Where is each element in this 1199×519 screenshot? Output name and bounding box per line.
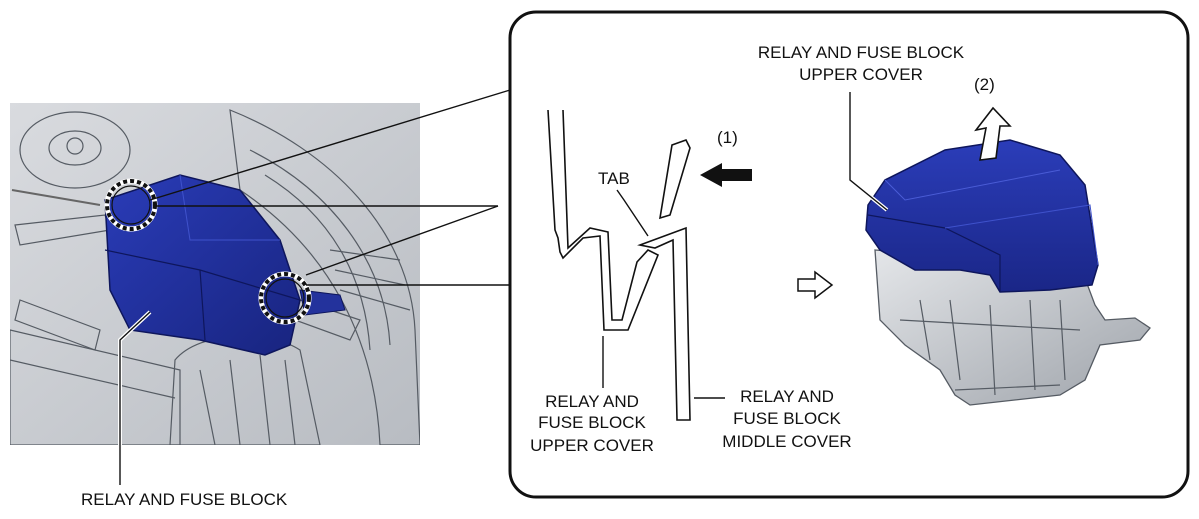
fuse-block-isometric <box>848 92 1151 406</box>
right-upper-cover-label-2: UPPER COVER <box>799 65 923 84</box>
middle-cover-label-1: RELAY AND <box>740 387 834 406</box>
relay-fuse-block-label: RELAY AND FUSE BLOCK <box>81 490 288 509</box>
next-step-arrow-icon <box>797 270 834 300</box>
step-2-label: (2) <box>974 75 995 94</box>
zoom-connector-lines <box>149 89 511 286</box>
upper-cover-label-3: UPPER COVER <box>530 436 654 455</box>
middle-cover-label-3: MIDDLE COVER <box>722 432 851 451</box>
push-arrow-icon <box>700 163 752 187</box>
middle-cover-label-2: FUSE BLOCK <box>733 409 841 428</box>
right-upper-cover-label-1: RELAY AND FUSE BLOCK <box>758 43 965 62</box>
engine-bay-illustration <box>10 103 420 445</box>
tab-label: TAB <box>598 169 630 188</box>
tab-cross-section <box>547 109 752 421</box>
upper-cover-label-2: FUSE BLOCK <box>538 413 646 432</box>
step-1-label: (1) <box>717 128 738 147</box>
lift-arrow-icon <box>974 106 1012 161</box>
upper-cover-label-1: RELAY AND <box>545 392 639 411</box>
